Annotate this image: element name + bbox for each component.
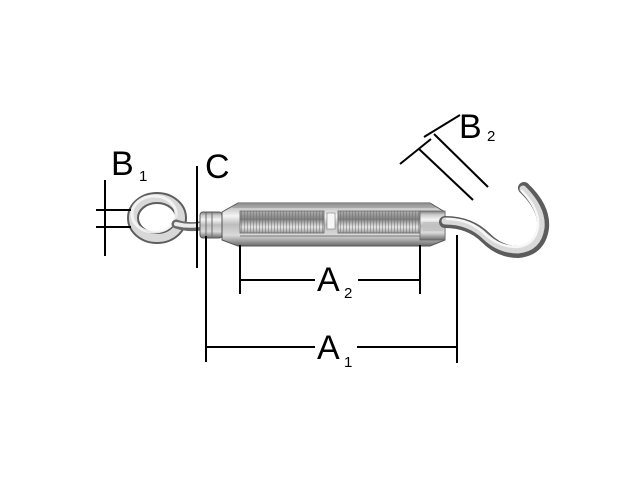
label-a2-subscript: 2 xyxy=(344,285,352,302)
label-b2-letter: B xyxy=(459,108,482,146)
dimension-labels: B 1 C B 2 A 2 A 1 xyxy=(111,108,495,371)
left-collar xyxy=(199,211,223,239)
label-a2-letter: A xyxy=(317,261,340,299)
label-b2-subscript: 2 xyxy=(487,128,495,145)
dimension-a2 xyxy=(239,245,421,294)
label-b1-letter: B xyxy=(111,145,134,183)
label-a1-subscript: 1 xyxy=(344,354,352,371)
label-c: C xyxy=(205,148,230,186)
label-a1-letter: A xyxy=(317,329,340,367)
turnbuckle-body xyxy=(221,202,446,247)
dimension-c xyxy=(196,166,207,268)
stamped-marking xyxy=(423,222,443,231)
hook-bolt xyxy=(439,182,550,259)
turnbuckle-illustration xyxy=(127,182,550,259)
dimension-b1 xyxy=(96,180,131,256)
dimension-a1 xyxy=(205,235,458,363)
eye-bolt xyxy=(127,192,205,244)
dimension-b2 xyxy=(399,114,489,201)
label-b1-subscript: 1 xyxy=(139,168,147,185)
dimension-lines xyxy=(96,114,489,363)
